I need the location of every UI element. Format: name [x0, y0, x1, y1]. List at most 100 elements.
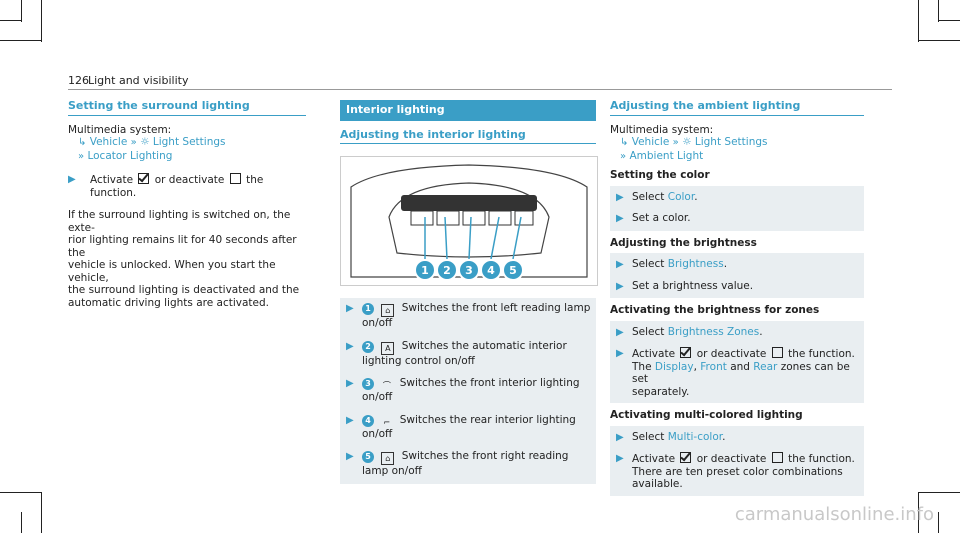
reading-lamp-icon: ⌂	[381, 452, 395, 465]
item-text: Switches the front right reading	[401, 450, 569, 462]
step-text: or deactivate	[696, 348, 767, 360]
menu-link-brightness-zones[interactable]: Brightness Zones	[667, 325, 760, 338]
steps-block: ▶ Select Multi-color. ▶ Activate or deac…	[610, 425, 864, 496]
menu-path-cont: » Locator Lighting	[68, 150, 306, 164]
item-text: Switches the automatic interior	[401, 339, 567, 352]
step-arrow-icon: ▶	[346, 340, 354, 352]
zone-link-front[interactable]: Front	[700, 360, 727, 373]
callout-2	[436, 259, 458, 281]
items-list: ▶ 1 ⌂ Switches the front left reading la…	[340, 298, 596, 484]
menu-path: ↳ Vehicle » ☼ Light Settings	[68, 136, 306, 150]
chevron-right-icon: »	[620, 150, 627, 162]
item-text: on/off	[362, 427, 393, 440]
page-header-title: Light and visibility	[88, 74, 189, 87]
crop-mark	[21, 0, 22, 22]
step-arrow-icon: ▶	[616, 431, 624, 443]
chevron-right-icon: »	[672, 137, 679, 148]
crop-mark	[0, 492, 42, 493]
callout-label: 2	[443, 264, 451, 277]
menu-link-brightness[interactable]: Brightness	[667, 258, 724, 270]
item-text: Switches the front interior lighting	[399, 377, 580, 389]
list-item: ▶ 3 ⌒ Switches the front interior lighti…	[340, 377, 596, 404]
callout-3	[458, 259, 480, 281]
crop-mark	[0, 20, 22, 21]
crop-mark	[938, 0, 939, 22]
menu-link-locator-lighting[interactable]: Locator Lighting	[87, 149, 173, 162]
crop-mark	[918, 492, 919, 533]
step-arrow-icon: ▶	[616, 453, 624, 464]
step-arrow-icon: ▶	[616, 213, 624, 224]
return-arrow-icon: ↳	[620, 137, 629, 148]
crop-mark	[918, 0, 919, 42]
menu-link-color[interactable]: Color	[667, 190, 695, 203]
step-text: .	[694, 190, 698, 203]
menu-link-multi-color[interactable]: Multi-color	[667, 430, 723, 443]
checkbox-checked-icon	[680, 347, 692, 358]
system-label: Multimedia system:	[610, 123, 714, 136]
step-text: Set a brightness value.	[632, 279, 754, 292]
step: ▶ Activate or deactivate the function.	[68, 173, 306, 199]
step-text: available.	[632, 478, 683, 490]
item-number: 3	[362, 378, 374, 390]
steps-block: ▶ Select Brightness Zones. ▶ Activate or…	[610, 320, 864, 403]
crop-mark	[0, 40, 42, 41]
crop-mark	[918, 40, 960, 41]
item-number: 1	[362, 303, 374, 315]
step: ▶ Select Multi-color.	[610, 431, 864, 445]
callout-4	[480, 259, 502, 281]
step-text: Select	[632, 430, 665, 443]
item-text: lighting control on/off	[362, 354, 475, 367]
item-text: on/off	[362, 317, 393, 329]
right-column: Adjusting the ambient lighting Multimedi…	[610, 99, 864, 496]
checkbox-empty-icon	[229, 173, 241, 184]
item-number: 5	[362, 451, 374, 463]
paragraph-line: vehicle is unlocked. When you start the …	[68, 259, 276, 284]
step-text: Select	[632, 258, 665, 270]
step-text: or deactivate	[696, 453, 767, 465]
menu-link-vehicle[interactable]: Vehicle	[631, 136, 670, 148]
watermark: carmanualsonline.info	[734, 504, 934, 525]
step-text: Select	[632, 325, 665, 338]
sub-heading: Setting the color	[610, 169, 710, 181]
light-icon: ☼	[140, 136, 150, 148]
menu-link-light-settings[interactable]: Light Settings	[152, 136, 226, 148]
step-text: .	[722, 430, 726, 443]
step: ▶ Select Color.	[610, 191, 864, 205]
zone-link-rear[interactable]: Rear	[753, 360, 778, 373]
step-arrow-icon: ▶	[346, 303, 354, 314]
page-number: 126	[68, 74, 89, 87]
callout-label: 4	[487, 264, 495, 277]
section-heading: Adjusting the interior lighting	[340, 128, 596, 144]
section-heading: Setting the surround lighting	[68, 99, 306, 116]
step-arrow-icon: ▶	[346, 378, 354, 389]
rear-interior-icon: ⌐	[383, 417, 391, 427]
menu-link-ambient-light[interactable]: Ambient Light	[629, 149, 704, 162]
step-arrow-icon: ▶	[616, 259, 624, 270]
system-label: Multimedia system:	[68, 123, 172, 136]
menu-link-vehicle[interactable]: Vehicle	[89, 136, 128, 148]
crop-mark	[918, 492, 960, 493]
step-text: There are ten preset color combinations	[632, 465, 843, 478]
step-text: the function.	[90, 174, 264, 199]
section-heading: Adjusting the ambient lighting	[610, 99, 864, 116]
step-text: Activate	[632, 453, 676, 465]
step: ▶ Set a color.	[610, 212, 864, 226]
step-arrow-icon: ▶	[616, 348, 624, 359]
steps-block: ▶ Select Brightness. ▶ Set a brightness …	[610, 253, 864, 298]
step-text: Activate	[632, 348, 676, 360]
sub-heading: Activating multi-colored lighting	[610, 409, 803, 421]
list-item: ▶ 5 ⌂ Switches the front right reading l…	[340, 450, 596, 478]
menu-link-light-settings[interactable]: Light Settings	[694, 136, 768, 148]
step-text: and	[730, 360, 750, 373]
menu-path: ↳ Vehicle » ☼ Light Settings	[610, 136, 864, 150]
paragraph-line: rior lighting remains lit for 40 seconds…	[68, 234, 297, 259]
step-arrow-icon: ▶	[346, 414, 354, 426]
step: ▶ Activate or deactivate the function. T…	[610, 347, 864, 398]
section-title-bar: Interior lighting	[340, 100, 596, 121]
step-text: Select	[632, 190, 665, 203]
step: ▶ Select Brightness Zones.	[610, 326, 864, 340]
crop-mark	[21, 512, 22, 533]
list-item: ▶ 1 ⌂ Switches the front left reading la…	[340, 302, 596, 330]
header-divider	[68, 89, 892, 90]
zone-link-display[interactable]: Display	[654, 360, 694, 373]
